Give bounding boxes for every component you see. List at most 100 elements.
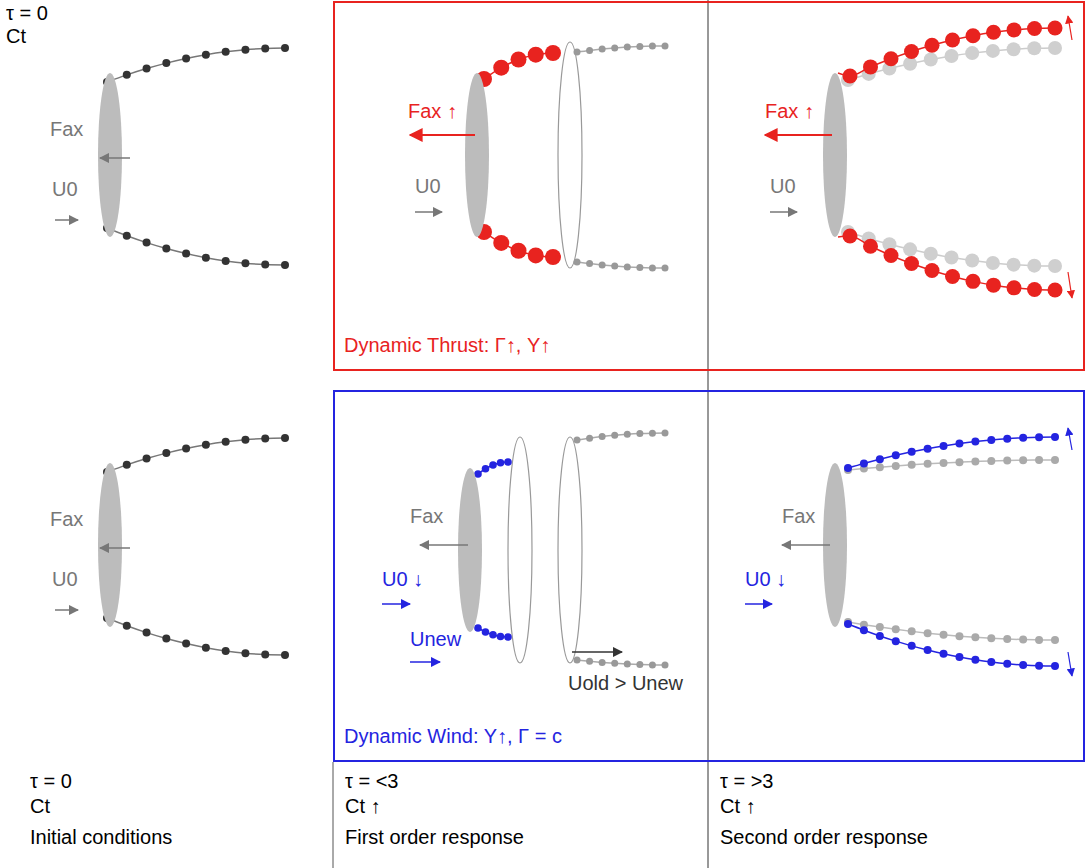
vortex-dot [892,462,900,470]
vortex-dot [1003,435,1011,443]
force-arrow [420,544,468,546]
vortex-dot [1019,434,1027,442]
vortex-dot [908,642,916,650]
vortex-dot [987,457,995,465]
vortex-dot [261,434,269,442]
force-arrow [745,603,772,605]
velocity-label: U0 [52,568,78,591]
vortex-dot [261,261,269,269]
vortex-dot [162,449,170,457]
vortex-dot [497,459,505,467]
vortex-dot [202,644,210,652]
vortex-dot [1048,21,1063,36]
vortex-dot [1035,433,1043,441]
coefficient-label: Ct [30,795,50,818]
vortex-dot [123,232,131,240]
force-arrow [410,134,475,136]
vortex-dot [261,44,269,52]
wake-line [838,236,1055,290]
force-arrow [1068,16,1072,40]
vortex-dot [511,52,527,68]
vortex-dot [1003,635,1011,643]
vortex-dot [182,640,190,648]
vortex-dot [241,259,249,267]
vortex-dot [884,248,899,263]
vortex-dot [504,633,512,641]
velocity-label: U0 [415,175,441,198]
force-arrow [782,544,830,546]
rotor-disk [465,73,489,237]
vortex-dot [1051,433,1059,441]
vortex-dot [489,461,497,469]
vortex-dot [281,44,289,52]
vortex-dot [493,60,509,76]
vortex-dot [843,229,858,244]
vortex-dot [940,650,948,658]
vortex-dot [123,461,131,469]
vortex-dot [528,47,544,63]
vortex-dot [482,628,490,636]
vortex-dot [965,254,979,268]
vortex-ring [558,42,582,268]
vortex-dot [966,28,981,43]
vortex-dot [908,627,916,635]
vortex-dot [1051,636,1059,644]
vortex-dot [1019,456,1027,464]
vortex-dot [123,622,131,630]
vortex-dot [143,629,151,637]
vortex-dot [545,249,561,265]
vortex-dot [624,431,631,438]
vortex-dot [636,430,643,437]
vortex-dot [241,649,249,657]
vortex-dot [843,69,858,84]
time-label: τ = 0 [6,2,48,25]
time-label: τ = >3 [720,770,774,793]
vortex-dot [924,460,932,468]
force-arrow [1068,272,1072,298]
vortex-dot [955,458,963,466]
vortex-dot [574,657,581,664]
vortex-dot [504,458,512,466]
vortex-dot [1027,41,1041,55]
force-label: Fax ↑ [408,100,457,123]
force-arrow [765,134,832,136]
force-label: Fax [50,118,83,141]
stage-label: First order response [345,826,524,849]
wake-line [107,438,285,472]
force-arrow [1068,652,1072,676]
vortex-dot [611,44,618,51]
vortex-dot [945,33,960,48]
vortex-dot [624,661,631,668]
vortex-dot [586,47,593,54]
vortex-dot [489,631,497,639]
vortex-dot [1007,22,1022,37]
vortex-dot [1048,41,1062,55]
vortex-dot [892,637,900,645]
velocity-label: U0 [52,178,78,201]
force-arrow [410,661,440,663]
vortex-dot [241,46,249,54]
vortex-dot [636,43,643,50]
vortex-ring [508,437,532,663]
force-label: Fax [410,505,443,528]
rotor-disk [458,468,482,632]
force-arrow [100,157,130,159]
vortex-dot [892,451,900,459]
vortex-dot [986,278,1001,293]
wake-line [848,232,1055,266]
vortex-dot [844,620,852,628]
vortex-dot [586,435,593,442]
vortex-dot [574,259,581,266]
vortex-dot [143,455,151,463]
vortex-dot [955,653,963,661]
vortex-dot [281,651,289,659]
vortex-dot [965,46,979,60]
vortex-dot [940,459,948,467]
vortex-dot [1007,42,1021,56]
vortex-dot [662,43,669,50]
vortex-dot [925,263,940,278]
vortex-dot [860,459,868,467]
force-arrow [100,547,130,549]
rotor-disk [823,73,847,237]
vortex-dot [876,632,884,640]
